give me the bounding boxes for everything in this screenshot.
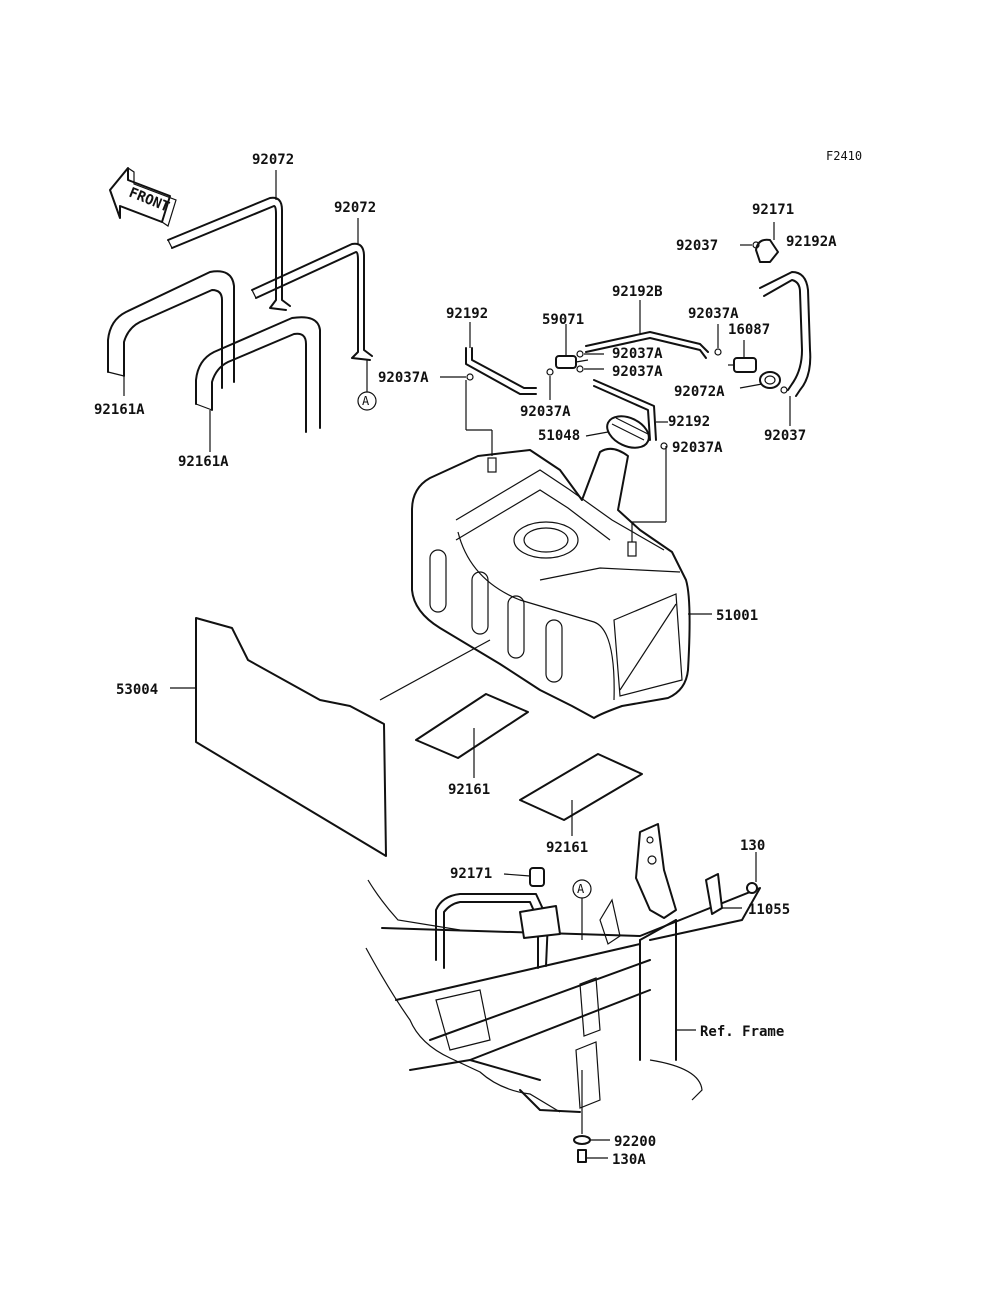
label-92161A-front: 92161A	[94, 402, 145, 418]
label-92037-right: 92037	[764, 428, 806, 444]
bolt-130	[746, 882, 758, 894]
label-92192A: 92192A	[786, 234, 837, 250]
label-51001: 51001	[716, 608, 758, 624]
label-16087: 16087	[728, 322, 770, 338]
label-92037A-mid-c: 92037A	[520, 404, 571, 420]
hose-92192B	[585, 331, 709, 359]
svg-text:A: A	[362, 394, 370, 408]
label-92037A-left: 92037A	[378, 370, 429, 386]
washer-92200	[573, 1135, 591, 1145]
cap-92171-top	[755, 238, 779, 263]
label-59071: 59071	[542, 312, 584, 328]
fuel-cap-51048	[606, 415, 650, 449]
pad-92161-a	[415, 693, 529, 759]
label-92161A-rear: 92161A	[178, 454, 229, 470]
hose-92192-left	[465, 347, 537, 395]
label-53004: 53004	[116, 682, 158, 698]
label-92171-top: 92171	[752, 202, 794, 218]
label-92161-b: 92161	[546, 840, 588, 856]
front-arrow-icon: FRONT	[109, 167, 177, 227]
label-11055: 11055	[748, 902, 790, 918]
figure-code: F2410	[826, 149, 862, 163]
hose-92192-right	[593, 379, 657, 441]
label-92037A-mid-b: 92037A	[612, 364, 663, 380]
filter-16087	[728, 357, 757, 373]
label-51048: 51048	[538, 428, 580, 444]
pad-92161A-rear	[195, 316, 321, 433]
pad-92161-b	[519, 753, 643, 821]
hose-92192A	[759, 271, 812, 397]
label-92192-left: 92192	[446, 306, 488, 322]
label-92072-rear: 92072	[334, 200, 376, 216]
frame-assembly	[365, 823, 761, 1113]
label-92072A: 92072A	[674, 384, 725, 400]
bolt-130A	[577, 1149, 587, 1163]
label-130A: 130A	[612, 1152, 646, 1168]
label-92037A-mid-a: 92037A	[612, 346, 663, 362]
fitting-59071	[555, 355, 589, 369]
reference-marker-a-top: A	[357, 360, 377, 411]
holder-92072A	[759, 371, 781, 389]
clamp-icons	[466, 241, 788, 450]
label-92037-top: 92037	[676, 238, 718, 254]
label-92072-front: 92072	[252, 152, 294, 168]
insulator-53004	[195, 617, 387, 857]
strap-92072-rear	[251, 242, 373, 361]
pad-92161A-front	[107, 270, 235, 389]
fuel-tank-51001	[411, 447, 691, 719]
label-92037A-right: 92037A	[688, 306, 739, 322]
cap-92171-bottom	[529, 867, 545, 887]
label-92200: 92200	[614, 1134, 656, 1150]
label-130: 130	[740, 838, 765, 854]
label-ref-frame: Ref. Frame	[700, 1024, 784, 1040]
label-92192-right: 92192	[668, 414, 710, 430]
leader-lines	[123, 170, 791, 1159]
label-92037A-tank: 92037A	[672, 440, 723, 456]
reference-marker-a-bottom: A	[572, 879, 592, 940]
strap-92072-front	[167, 196, 291, 311]
svg-text:A: A	[577, 882, 585, 896]
label-92192B: 92192B	[612, 284, 663, 300]
label-92171-bottom: 92171	[450, 866, 492, 882]
label-92161-a: 92161	[448, 782, 490, 798]
